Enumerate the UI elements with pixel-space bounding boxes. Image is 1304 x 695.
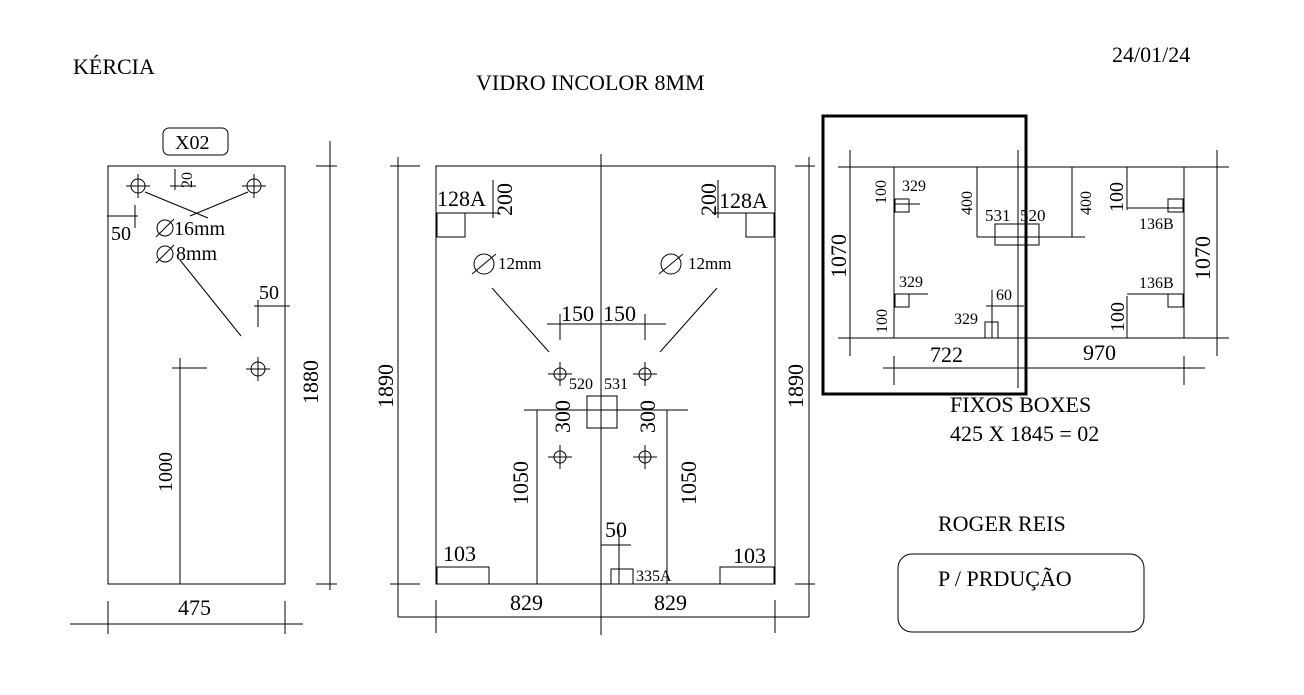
notch-128a-left-label: 128A bbox=[437, 186, 486, 211]
dim-300-right: 300 bbox=[635, 400, 660, 433]
client-name: KÉRCIA bbox=[73, 54, 155, 79]
right-panel: 1070 1070 329 100 329 100 400 400 531 52… bbox=[821, 114, 1229, 396]
notch-103-right bbox=[719, 566, 775, 585]
notch-128a-right bbox=[745, 212, 775, 238]
dim-50-left: 50 bbox=[111, 223, 131, 245]
dim-50-right: 50 bbox=[259, 282, 279, 304]
dim-1050-left: 1050 bbox=[508, 461, 533, 505]
dim-400-left: 400 bbox=[959, 191, 976, 215]
notch-329-bottom bbox=[984, 321, 999, 339]
notch-136b-top bbox=[1167, 198, 1184, 213]
code-335a: 335A bbox=[636, 568, 672, 585]
dim-1890-left: 1890 bbox=[373, 364, 398, 408]
dim-722: 722 bbox=[930, 342, 963, 367]
dim-329-bl: 329 bbox=[899, 274, 923, 291]
dim-103-left: 103 bbox=[443, 541, 476, 566]
dim-531: 531 bbox=[985, 206, 1011, 225]
dim-100-bl: 100 bbox=[874, 309, 891, 333]
notch-103-left bbox=[436, 566, 490, 585]
dim-329-tl: 329 bbox=[902, 178, 926, 195]
hole-marker bbox=[548, 445, 572, 469]
diameter-symbol-icon bbox=[658, 253, 684, 275]
dim-1880: 1880 bbox=[298, 360, 323, 404]
highlight-box bbox=[821, 114, 1028, 396]
hole-marker bbox=[633, 445, 657, 469]
dim-400-right: 400 bbox=[1078, 191, 1095, 215]
diameter-symbol-icon bbox=[155, 218, 175, 238]
dim-520: 520 bbox=[1020, 206, 1046, 225]
code-badge bbox=[162, 127, 229, 156]
hole-marker bbox=[126, 174, 150, 198]
dim-50-bottom: 50 bbox=[605, 517, 627, 542]
code-136b-top: 136B bbox=[1139, 216, 1174, 233]
glass-outline bbox=[107, 165, 286, 585]
dim-531: 531 bbox=[604, 376, 628, 393]
fixos-boxes-size: 425 X 1845 = 02 bbox=[950, 421, 1099, 446]
dim-60: 60 bbox=[996, 287, 1012, 304]
hole-12mm-left: 12mm bbox=[498, 254, 541, 273]
hole-marker bbox=[633, 362, 657, 386]
fixos-boxes-label: FIXOS BOXES bbox=[950, 392, 1091, 417]
dim-300-left: 300 bbox=[550, 400, 575, 433]
knob-cutout bbox=[586, 395, 618, 429]
dim-1050-right: 1050 bbox=[676, 461, 701, 505]
hole-12mm-right: 12mm bbox=[688, 254, 731, 273]
dim-103-right: 103 bbox=[733, 543, 766, 568]
glass-outline bbox=[435, 165, 776, 585]
center-panel: 128A 200 128A 200 12mm 12mm 150 150 bbox=[373, 154, 815, 635]
dim-150-left: 150 bbox=[561, 301, 594, 326]
glass-outline bbox=[893, 166, 1185, 339]
notch-136b-bottom bbox=[1167, 293, 1184, 308]
dim-200-right: 200 bbox=[696, 183, 721, 216]
dim-1070-left: 1070 bbox=[826, 234, 851, 278]
dim-20: 20 bbox=[179, 172, 196, 188]
hole-8mm-label: 8mm bbox=[176, 243, 218, 265]
diameter-symbol-icon bbox=[155, 244, 175, 264]
dim-100-tl: 100 bbox=[873, 180, 890, 204]
diameter-symbol-icon bbox=[471, 253, 497, 275]
production-label: P / PRDUÇÃO bbox=[938, 566, 1072, 591]
notch-329-tl bbox=[894, 198, 910, 213]
notes-block: FIXOS BOXES 425 X 1845 = 02 ROGER REIS P… bbox=[897, 392, 1145, 633]
production-badge bbox=[897, 553, 1145, 633]
hole-marker bbox=[548, 362, 572, 386]
code-136b-bottom: 136B bbox=[1139, 275, 1174, 292]
drawing-date: 24/01/24 bbox=[1112, 42, 1190, 67]
dim-829-left: 829 bbox=[510, 590, 543, 615]
left-panel: X02 20 50 16mm bbox=[70, 127, 337, 634]
dim-100-tr: 100 bbox=[1106, 182, 1128, 212]
dim-200-left: 200 bbox=[492, 183, 517, 216]
knob-cutout bbox=[994, 223, 1040, 246]
dim-520: 520 bbox=[569, 376, 593, 393]
dim-970: 970 bbox=[1083, 340, 1116, 365]
notch-128a-right-label: 128A bbox=[719, 188, 768, 213]
notch-329-bl bbox=[894, 293, 910, 308]
material-title: VIDRO INCOLOR 8MM bbox=[476, 70, 705, 95]
hole-16mm-label: 16mm bbox=[174, 218, 226, 240]
hole-marker bbox=[242, 174, 266, 198]
dim-1890-right: 1890 bbox=[783, 364, 808, 408]
dim-1070-right: 1070 bbox=[1190, 236, 1215, 280]
dim-329-bottom: 329 bbox=[954, 311, 978, 328]
notch-128a-left bbox=[436, 212, 466, 238]
dim-829-right: 829 bbox=[654, 590, 687, 615]
notch-335a bbox=[610, 568, 634, 585]
dim-150-right: 150 bbox=[603, 301, 636, 326]
panel-code: X02 bbox=[175, 132, 209, 154]
dim-100-br: 100 bbox=[1107, 302, 1129, 332]
author-name: ROGER REIS bbox=[938, 511, 1066, 536]
dim-1000: 1000 bbox=[155, 452, 177, 492]
dim-475: 475 bbox=[178, 595, 211, 620]
hole-marker bbox=[246, 357, 270, 381]
